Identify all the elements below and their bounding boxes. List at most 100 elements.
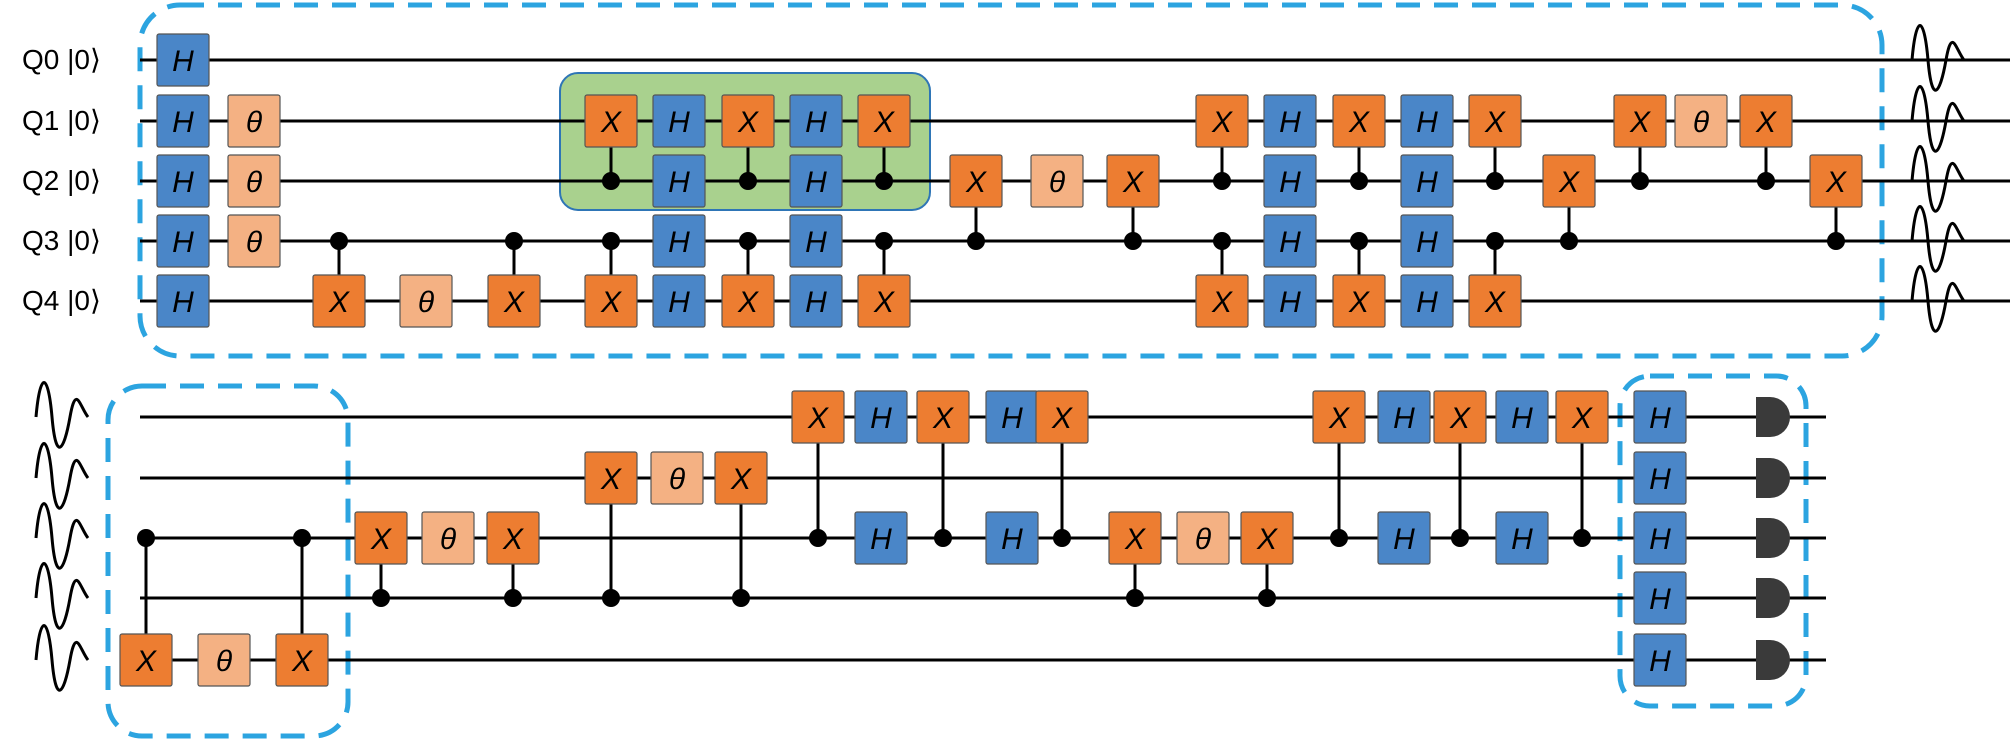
control-dot (1258, 589, 1276, 607)
cnot-target-x-gate-box (1108, 511, 1162, 565)
cnot-target-x-gate-box (721, 94, 775, 148)
cnot-target-x-gate-label: X (1122, 166, 1144, 199)
wavy-continuation-icon (34, 624, 90, 692)
cnot-target-x-gate-label: X (730, 463, 752, 496)
h-gate-box (1263, 214, 1317, 268)
cnot-target-x-gate-label: X (1755, 106, 1777, 139)
cnot-target-x-gate-box (1195, 274, 1249, 328)
control-dot (504, 589, 522, 607)
h-gate-box (156, 154, 210, 208)
control-dot (505, 232, 523, 250)
cnot-target-x-gate-label: X (932, 402, 954, 435)
h-gate-label: H (172, 166, 194, 199)
h-gate-box (854, 390, 908, 444)
cnot-target-x-gate-label: X (1629, 106, 1651, 139)
h-gate-label: H (1416, 166, 1438, 199)
cnot-target-x-gate-box (1240, 511, 1294, 565)
control-dot (1126, 589, 1144, 607)
dashed-region-bottom-left (105, 383, 351, 739)
wavy-continuation-icon (1910, 145, 1966, 213)
h-gate-label: H (1001, 402, 1023, 435)
h-gate-label: H (668, 286, 690, 319)
cnot-target-x-gate-box (1332, 94, 1386, 148)
h-gate-label: H (805, 226, 827, 259)
cnot-target-x-gate-box (1035, 390, 1089, 444)
control-dot (1350, 232, 1368, 250)
cnot-target-x-gate-label: X (1449, 402, 1471, 435)
control-dot (1213, 232, 1231, 250)
cnot-target-x-gate-label: X (1124, 523, 1146, 556)
cnot-target-x-gate-box (857, 94, 911, 148)
qubit-label-q3: Q3 |0⟩ (22, 225, 101, 256)
h-gate-box (156, 33, 210, 87)
h-gate-label: H (172, 45, 194, 78)
cnot-target-x-gate-box (857, 274, 911, 328)
h-gate-box (156, 94, 210, 148)
cnot-target-x-gate-label: X (1256, 523, 1278, 556)
theta-gate-label: θ (1049, 166, 1066, 199)
h-gate-box (985, 511, 1039, 565)
h-gate-label: H (870, 402, 892, 435)
control-dot (1486, 172, 1504, 190)
wavy-continuation-icon (1910, 265, 1966, 333)
continuation-and-measurement (34, 24, 1966, 692)
h-gate-box (789, 154, 843, 208)
cnot-target-x-gate-box (1195, 94, 1249, 148)
cnot-target-x-gate-box (1555, 390, 1609, 444)
cnot-target-x-gate-box (721, 274, 775, 328)
h-gate-label: H (1393, 523, 1415, 556)
control-dot (1350, 172, 1368, 190)
control-dot (732, 589, 750, 607)
theta-gate-box (421, 511, 475, 565)
control-dot (1631, 172, 1649, 190)
cnot-target-x-gate-box (584, 451, 638, 505)
h-gate-label: H (1416, 286, 1438, 319)
theta-gate-label: θ (216, 645, 233, 678)
cnot-target-x-gate-box (584, 94, 638, 148)
cnot-target-x-gate-box (312, 274, 366, 328)
cnot-target-x-gate-label: X (600, 286, 622, 319)
cnot-target-x-gate-label: X (600, 463, 622, 496)
cnot-target-x-gate-box (1542, 154, 1596, 208)
h-gate-box (789, 214, 843, 268)
cnot-target-x-gate-label: X (370, 523, 392, 556)
qubit-label-q1: Q1 |0⟩ (22, 105, 101, 136)
control-dot (875, 232, 893, 250)
cnot-target-x-gate-box (486, 511, 540, 565)
control-dot (1330, 529, 1348, 547)
cnot-target-x-gate-box (949, 154, 1003, 208)
h-gate-label: H (805, 106, 827, 139)
cnot-target-x-gate-label: X (737, 106, 759, 139)
h-gate-box (652, 154, 706, 208)
cnot-target-x-gate-box (791, 390, 845, 444)
h-gate-box (1495, 511, 1549, 565)
h-gate-box (1377, 511, 1431, 565)
cnot-target-x-gate-box (354, 511, 408, 565)
h-gate-label: H (870, 523, 892, 556)
wavy-continuation-icon (34, 502, 90, 570)
h-gate-label: H (1511, 523, 1533, 556)
h-gate-label: H (1279, 166, 1301, 199)
h-gate-box (1633, 511, 1687, 565)
cnot-target-x-gate-label: X (1348, 106, 1370, 139)
h-gate-box (1633, 633, 1687, 687)
measurement-meter-icon (1756, 458, 1790, 498)
cnot-target-x-gate-box (487, 274, 541, 328)
cnot-target-x-gate-label: X (873, 106, 895, 139)
theta-gate-box (227, 94, 281, 148)
cnot-target-x-gate-box (1739, 94, 1793, 148)
h-gate-box (1400, 154, 1454, 208)
cnot-target-x-gate-label: X (1328, 402, 1350, 435)
control-dot (1560, 232, 1578, 250)
theta-gate-label: θ (246, 166, 263, 199)
theta-gate-label: θ (418, 286, 435, 319)
theta-gate-label: θ (246, 106, 263, 139)
qubit-label-q4: Q4 |0⟩ (22, 285, 101, 316)
cnot-target-x-gate-label: X (600, 106, 622, 139)
h-gate-box (1633, 451, 1687, 505)
cnot-target-x-gate-label: X (1051, 402, 1073, 435)
cnot-target-x-gate-box (1332, 274, 1386, 328)
cnot-target-x-gate-box (1468, 274, 1522, 328)
h-gate-label: H (805, 166, 827, 199)
